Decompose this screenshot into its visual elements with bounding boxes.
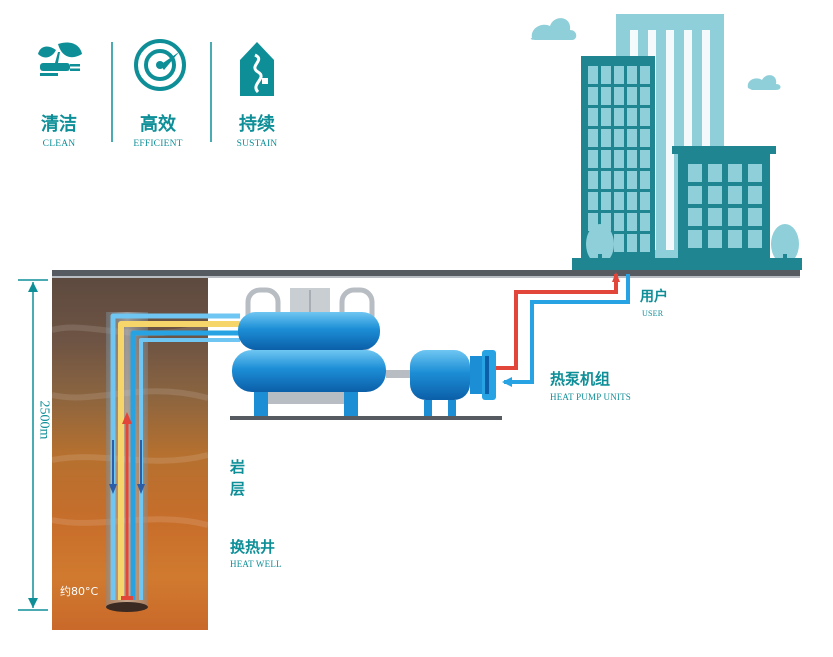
divider — [111, 42, 212, 142]
building-window — [601, 171, 611, 189]
building-window — [640, 234, 650, 252]
well-bottom — [106, 602, 148, 612]
building-window — [640, 192, 650, 210]
building-window — [640, 213, 650, 231]
rock-label-2: 层 — [230, 480, 246, 498]
building-window — [728, 208, 742, 226]
heat-pump-label-en: HEAT PUMP UNITS — [550, 392, 632, 402]
building-window — [601, 66, 611, 84]
building-window — [627, 213, 637, 231]
user-label: 用户 — [640, 289, 668, 305]
building-window — [627, 129, 637, 147]
cloud-icon — [530, 18, 781, 90]
rock-label-1: 岩 — [230, 458, 246, 476]
leaf-plug-icon — [38, 42, 82, 76]
building-window — [588, 108, 598, 126]
building-window — [708, 230, 722, 248]
building-window — [688, 230, 702, 248]
building-window — [728, 186, 742, 204]
building-window — [627, 192, 637, 210]
flow-arrows — [109, 412, 145, 494]
temperature-label: 约80°C — [60, 585, 99, 598]
building-window — [614, 192, 624, 210]
building-window — [627, 66, 637, 84]
building-window — [614, 213, 624, 231]
heat-well-label-en: HEAT WELL — [230, 559, 282, 569]
building-window — [708, 186, 722, 204]
building-window — [588, 150, 598, 168]
building-window — [627, 150, 637, 168]
building-window — [627, 234, 637, 252]
building-window — [627, 87, 637, 105]
building-window — [627, 171, 637, 189]
building-window — [748, 186, 762, 204]
building-window — [640, 129, 650, 147]
feature-clean-zh: 清洁 — [41, 114, 77, 135]
feature-sustain: 持续 SUSTAIN — [217, 110, 297, 149]
building-window — [588, 87, 598, 105]
building-base — [572, 258, 802, 270]
low-building — [672, 146, 776, 260]
building-window — [614, 234, 624, 252]
feature-efficient-zh: 高效 — [140, 114, 176, 135]
building-window — [614, 150, 624, 168]
building-window — [588, 129, 598, 147]
building-window — [688, 208, 702, 226]
tree-icon — [586, 224, 799, 268]
building-window — [601, 192, 611, 210]
building-window — [640, 66, 650, 84]
building-window — [614, 129, 624, 147]
feature-sustain-zh: 持续 — [239, 114, 275, 135]
building-window — [688, 186, 702, 204]
depth-dimension — [18, 279, 48, 611]
feature-clean-en: CLEAN — [42, 139, 76, 149]
building-window — [728, 164, 742, 182]
feature-clean: 清洁 CLEAN — [19, 110, 99, 149]
building-window — [601, 108, 611, 126]
user-pipes — [496, 272, 630, 387]
heat-well-label: 换热井 — [230, 538, 276, 556]
building-window — [748, 164, 762, 182]
building-window — [601, 213, 611, 231]
building-window — [588, 192, 598, 210]
building-window — [748, 230, 762, 248]
feature-sustain-en: SUSTAIN — [236, 139, 278, 149]
ground-line — [52, 270, 800, 278]
building-window — [627, 108, 637, 126]
building-window — [708, 164, 722, 182]
building-window — [588, 171, 598, 189]
building-window — [601, 129, 611, 147]
gauge-icon — [134, 39, 186, 91]
well-pipes — [110, 313, 240, 600]
building-window — [614, 171, 624, 189]
house-icon — [240, 42, 274, 96]
building-window — [601, 150, 611, 168]
building-window — [688, 164, 702, 182]
building-window — [614, 108, 624, 126]
heat-pump-unit — [230, 287, 502, 420]
building-window — [728, 230, 742, 248]
building-window — [640, 87, 650, 105]
building-window — [601, 87, 611, 105]
building-window — [640, 108, 650, 126]
building-window — [588, 66, 598, 84]
office-building — [581, 56, 655, 260]
depth-label: 2500m — [35, 396, 52, 444]
building-window — [614, 87, 624, 105]
feature-efficient-en: EFFICIENT — [133, 139, 183, 149]
building-window — [748, 208, 762, 226]
building-window — [640, 150, 650, 168]
feature-efficient: 高效 EFFICIENT — [118, 110, 198, 149]
user-label-en: USER — [642, 309, 664, 318]
building-window — [708, 208, 722, 226]
building-window — [588, 213, 598, 231]
building-window — [614, 66, 624, 84]
heat-pump-label: 热泵机组 — [550, 370, 611, 388]
building-window — [640, 171, 650, 189]
